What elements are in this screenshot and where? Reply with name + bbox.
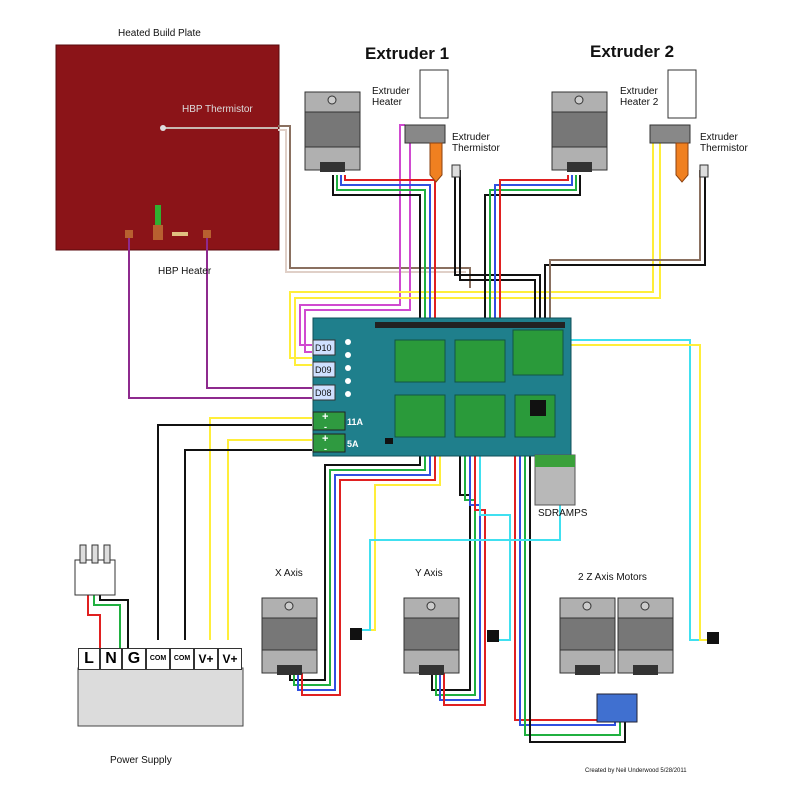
extruder1-motor xyxy=(304,91,361,172)
power-minus-top: - xyxy=(324,422,327,432)
heated-build-plate xyxy=(55,44,280,251)
psu-terminal-g: G xyxy=(122,648,146,670)
psu-terminal-com2: COM xyxy=(170,648,194,670)
extruder2-title: Extruder 2 xyxy=(590,42,675,61)
pin-d9-label: D09 xyxy=(315,365,332,375)
extruder2-thermistor-label: Extruder Thermistor xyxy=(700,132,748,154)
power-minus-bottom: - xyxy=(324,444,327,454)
extruder2-motor xyxy=(551,91,608,172)
y-axis-motor xyxy=(403,597,460,675)
psu-terminal-com1: COM xyxy=(146,648,170,670)
y-axis-label: Y Axis xyxy=(415,568,443,579)
extruder2-hotend xyxy=(649,69,709,183)
psu-terminal-l: L xyxy=(78,648,100,670)
psu-terminal-vplus2: V+ xyxy=(218,648,242,670)
hbp-thermistor-label: HBP Thermistor xyxy=(182,104,253,115)
credit-label: Created by Neil Underwood 5/28/2011 xyxy=(585,768,687,774)
sdramps-label: SDRAMPS xyxy=(538,508,588,519)
x-axis-motor xyxy=(261,597,318,675)
pin-d8-label: D08 xyxy=(315,388,332,398)
z-axis-motors xyxy=(559,597,674,723)
extruder-heater-label: Extruder Heater xyxy=(372,86,410,108)
power-supply xyxy=(74,544,244,727)
power-11a-label: 11A xyxy=(347,417,364,427)
extruder1-title: Extruder 1 xyxy=(365,44,450,63)
ramps-board xyxy=(312,317,576,506)
pin-d10-label: D10 xyxy=(315,343,332,353)
psu-terminal-n: N xyxy=(100,648,122,670)
extruder-heater2-label: Extruder Heater 2 xyxy=(620,86,659,108)
psu-terminal-vplus1: V+ xyxy=(194,648,218,670)
power-plus-bottom: + xyxy=(322,433,329,445)
x-axis-label: X Axis xyxy=(275,568,303,579)
hbp-heater-label: HBP Heater xyxy=(158,266,212,277)
power-plus-top: + xyxy=(322,411,329,423)
extruder-thermistor-label: Extruder Thermistor xyxy=(452,132,500,154)
z-axis-label: 2 Z Axis Motors xyxy=(578,572,647,583)
endstops xyxy=(350,628,719,644)
heated-build-plate-label: Heated Build Plate xyxy=(118,28,201,39)
wires xyxy=(87,124,715,743)
extruder1-hotend xyxy=(404,69,461,183)
power-5a-label: 5A xyxy=(347,439,359,449)
power-supply-label: Power Supply xyxy=(110,755,172,766)
